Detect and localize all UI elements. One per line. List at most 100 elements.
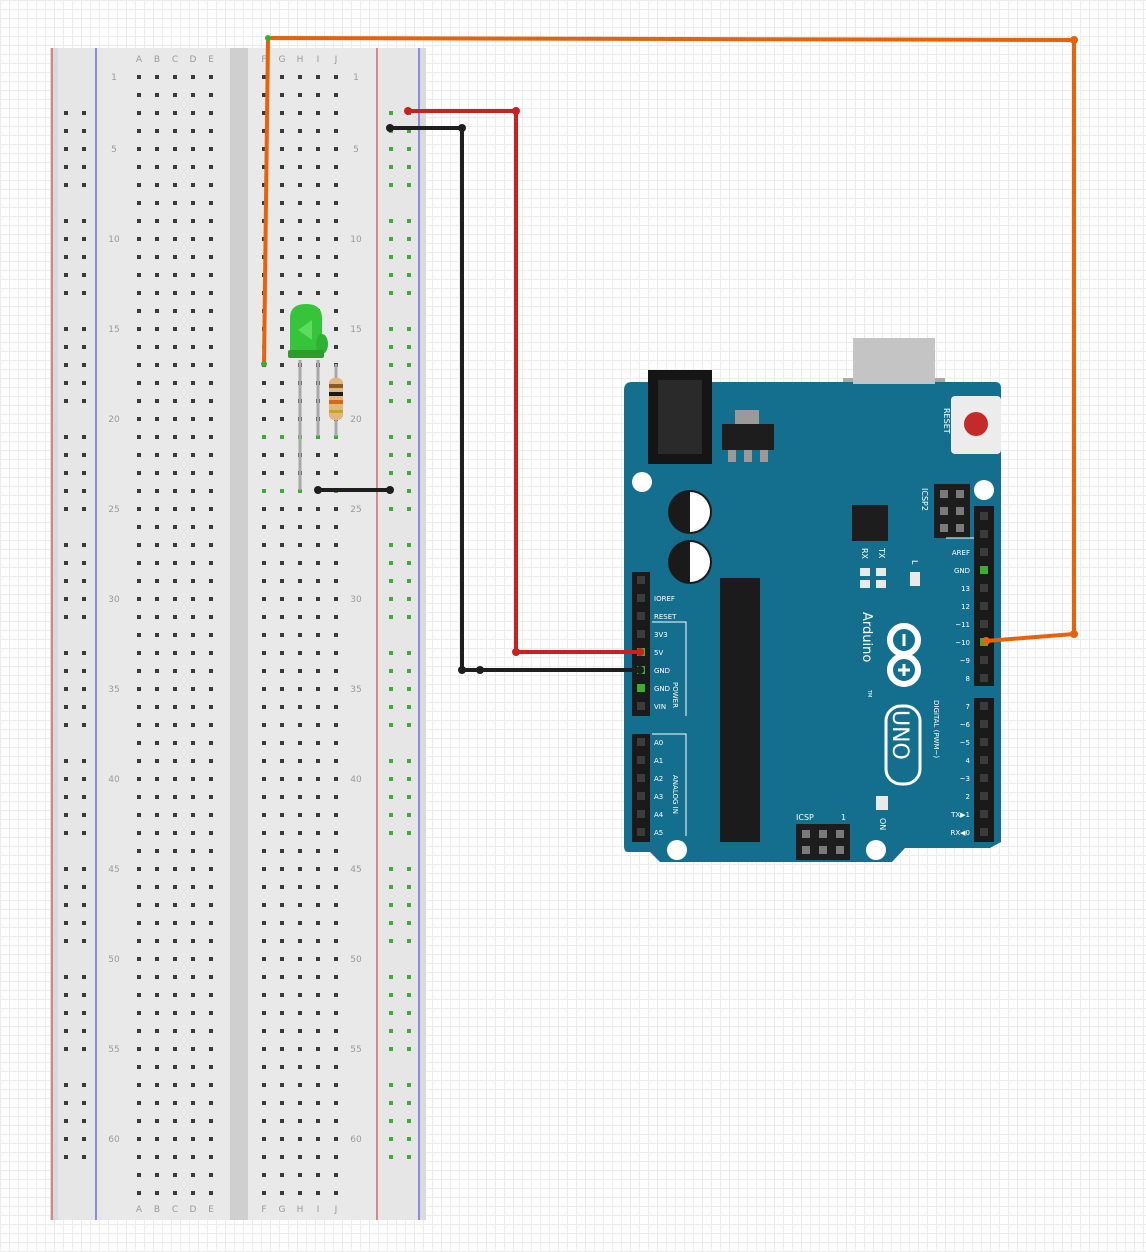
breadboard-hole xyxy=(173,435,177,439)
breadboard-hole xyxy=(191,435,195,439)
breadboard-hole xyxy=(298,885,302,889)
pin-socket[interactable] xyxy=(980,774,988,782)
right-power-rail xyxy=(377,48,420,1220)
breadboard-hole xyxy=(316,1083,320,1087)
breadboard-hole xyxy=(209,165,213,169)
breadboard-hole xyxy=(155,813,159,817)
resistor-band-1 xyxy=(329,384,343,388)
breadboard-hole xyxy=(209,939,213,943)
breadboard-hole xyxy=(298,507,302,511)
breadboard-hole xyxy=(191,111,195,115)
pin-socket[interactable] xyxy=(637,702,645,710)
rail-hole xyxy=(389,327,393,331)
rail-hole xyxy=(64,1119,68,1123)
pin-socket[interactable] xyxy=(980,702,988,710)
rail-hole xyxy=(82,777,86,781)
pin-label: A4 xyxy=(654,811,664,819)
pin-socket[interactable] xyxy=(980,656,988,664)
breadboard-hole xyxy=(191,201,195,205)
rail-hole xyxy=(64,561,68,565)
rail-hole xyxy=(407,687,411,691)
rail-hole xyxy=(389,687,393,691)
pin-socket[interactable] xyxy=(980,620,988,628)
pin-socket[interactable] xyxy=(637,684,645,692)
breadboard-hole xyxy=(155,435,159,439)
breadboard-hole xyxy=(191,1137,195,1141)
pin-socket[interactable] xyxy=(637,828,645,836)
pin-socket[interactable] xyxy=(637,810,645,818)
breadboard-hole xyxy=(298,93,302,97)
breadboard-hole xyxy=(209,741,213,745)
pin-socket[interactable] xyxy=(637,756,645,764)
pin-socket[interactable] xyxy=(637,774,645,782)
breadboard-hole xyxy=(155,831,159,835)
breadboard-hole xyxy=(280,165,284,169)
breadboard-hole xyxy=(155,219,159,223)
center-channel xyxy=(230,48,248,1220)
rail-hole xyxy=(82,939,86,943)
wire-black-gnd[interactable] xyxy=(390,126,640,672)
rail-hole xyxy=(82,345,86,349)
breadboard-hole xyxy=(262,993,266,997)
reset-button-cap[interactable] xyxy=(964,412,988,436)
rail-hole xyxy=(389,921,393,925)
resistor[interactable] xyxy=(329,378,343,420)
breadboard-hole xyxy=(191,687,195,691)
breadboard-hole xyxy=(173,381,177,385)
breadboard-hole xyxy=(191,705,195,709)
pin-label: 4 xyxy=(966,757,971,765)
breadboard-hole xyxy=(173,399,177,403)
pin-socket[interactable] xyxy=(637,630,645,638)
breadboard-hole xyxy=(280,309,284,313)
pin-socket[interactable] xyxy=(637,612,645,620)
breadboard-hole xyxy=(209,345,213,349)
breadboard-hole xyxy=(334,237,338,241)
pin-socket[interactable] xyxy=(980,720,988,728)
breadboard-hole xyxy=(316,975,320,979)
rail-hole xyxy=(407,543,411,547)
breadboard-hole xyxy=(137,1173,141,1177)
pin-socket[interactable] xyxy=(980,738,988,746)
rx-led xyxy=(860,568,870,576)
pin-socket[interactable] xyxy=(980,584,988,592)
pin-socket[interactable] xyxy=(980,792,988,800)
pin-socket[interactable] xyxy=(637,594,645,602)
breadboard-hole xyxy=(191,417,195,421)
breadboard-hole xyxy=(334,309,338,313)
power-header xyxy=(632,572,650,716)
pin-socket[interactable] xyxy=(980,810,988,818)
pin-socket[interactable] xyxy=(980,828,988,836)
breadboard-hole xyxy=(191,255,195,259)
rail-hole xyxy=(82,615,86,619)
breadboard-hole xyxy=(298,633,302,637)
pin-socket[interactable] xyxy=(980,756,988,764)
rail-hole xyxy=(389,363,393,367)
components xyxy=(288,304,343,490)
breadboard-hole xyxy=(209,237,213,241)
pin-socket[interactable] xyxy=(980,548,988,556)
rail-hole xyxy=(82,237,86,241)
pin-socket[interactable] xyxy=(980,674,988,682)
pin-socket[interactable] xyxy=(637,792,645,800)
pin-socket xyxy=(980,512,988,520)
rail-hole xyxy=(64,705,68,709)
rail-hole xyxy=(64,1029,68,1033)
breadboard-hole xyxy=(137,813,141,817)
breadboard-hole xyxy=(334,165,338,169)
rail-hole xyxy=(389,651,393,655)
breadboard-hole xyxy=(334,777,338,781)
pin-socket[interactable] xyxy=(637,738,645,746)
breadboard-hole xyxy=(191,363,195,367)
column-letter: B xyxy=(154,1205,160,1215)
wire-red-5v[interactable] xyxy=(408,109,640,654)
breadboard-hole xyxy=(137,723,141,727)
breadboard-hole xyxy=(316,111,320,115)
pin-socket[interactable] xyxy=(980,566,988,574)
pin-socket[interactable] xyxy=(980,602,988,610)
rail-hole xyxy=(82,381,86,385)
breadboard-hole xyxy=(262,129,266,133)
rail-hole xyxy=(407,1029,411,1033)
breadboard-hole xyxy=(280,1029,284,1033)
breadboard-hole xyxy=(191,345,195,349)
